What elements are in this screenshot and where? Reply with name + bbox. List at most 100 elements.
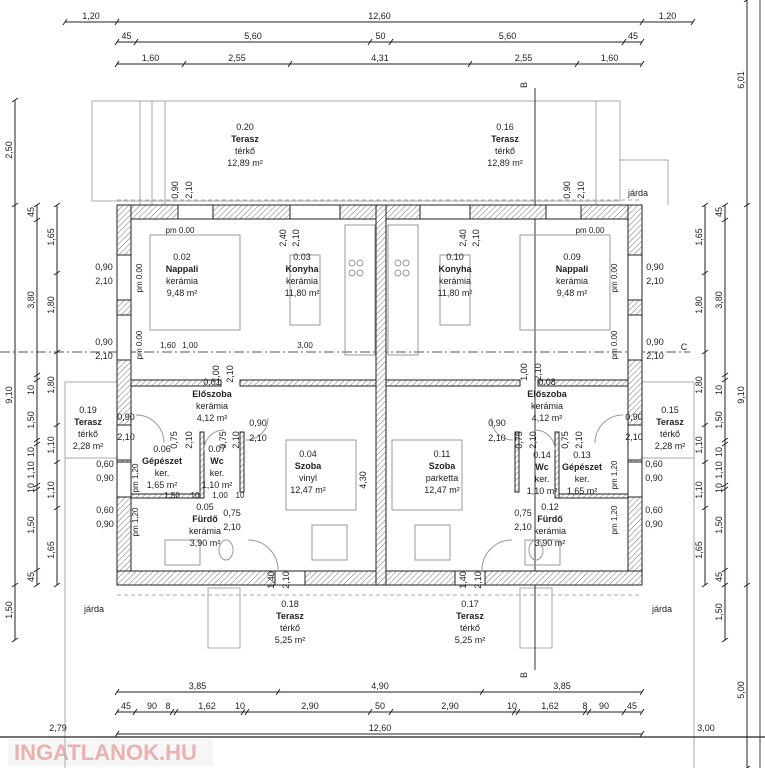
room-material: kerámia	[531, 401, 563, 411]
opening-dimension: 2,10	[291, 229, 301, 247]
opening-dimension: 1,40	[266, 571, 276, 589]
opening-dimension: 0,75	[514, 431, 524, 449]
dimension-label: 45	[26, 207, 36, 217]
dimension-tick	[62, 18, 68, 26]
dimension-label: 1,62	[541, 701, 559, 711]
furniture-item	[414, 524, 451, 561]
room-name: Wc	[535, 462, 549, 472]
opening-dimension: 2,10	[117, 432, 135, 442]
room-material: ker.	[575, 474, 590, 484]
room-number: 0.09	[563, 252, 581, 262]
room-area: 9,48 m²	[557, 288, 588, 298]
room-number: 0.10	[446, 252, 464, 262]
dimension-label: 10	[507, 701, 517, 711]
room-name: Terasz	[276, 611, 304, 621]
interior-dimension: 10	[236, 491, 245, 500]
furniture-item	[149, 234, 241, 331]
dimension-tick	[11, 97, 19, 103]
watermark-bg	[8, 739, 213, 766]
dimension-tick	[467, 60, 473, 68]
room-number: 0.11	[434, 449, 451, 459]
room-number: 0.15	[661, 405, 679, 415]
room-material: térkő	[235, 146, 255, 156]
dimension-label: 1,65	[694, 541, 704, 559]
dimension-label: 2,50	[4, 141, 14, 159]
dimension-label: 1,20	[82, 11, 100, 21]
room-name: Terasz	[231, 134, 259, 144]
dimension-tick	[721, 437, 729, 443]
furniture-item	[289, 254, 321, 326]
wall	[554, 431, 560, 499]
dimension-tick	[574, 60, 580, 68]
interior-dimension: 1,00	[182, 341, 198, 350]
dimension-tick	[53, 422, 61, 428]
dimension-label: 1,50	[26, 516, 36, 534]
opening-dimension: 0,90	[646, 262, 664, 272]
dimension-label: 12,60	[368, 11, 391, 21]
room-number: 0.13	[573, 450, 591, 460]
furniture-item	[344, 224, 376, 356]
interior-dimension: 3,00	[297, 341, 313, 350]
room-area: 4,12 m²	[197, 413, 228, 423]
hob-icon	[356, 259, 364, 267]
opening-dimension: 1,00	[519, 363, 529, 381]
dimension-label: 9,10	[736, 386, 746, 404]
dimension-label: 10	[714, 447, 724, 457]
opening-dimension: 0,90	[170, 181, 180, 199]
room-material: ker.	[535, 474, 550, 484]
opening	[627, 424, 643, 461]
room-name: Fürdő	[537, 514, 563, 524]
room-name: Előszoba	[192, 389, 233, 399]
room-material: ker.	[210, 468, 225, 478]
opening-dimension: 2,10	[473, 571, 483, 589]
dimension-label: 90	[599, 701, 609, 711]
room-area: 11,80 m²	[438, 288, 473, 298]
dimension-tick	[639, 730, 645, 738]
dimension-tick	[746, 765, 751, 768]
room-number: 0.20	[236, 122, 254, 132]
opening	[627, 314, 643, 361]
dimension-tick	[515, 708, 521, 716]
opening-dimension: 0,60	[645, 505, 663, 515]
room-number: 0.14	[533, 450, 551, 460]
level-mark: pm 1,20	[131, 463, 140, 492]
dimension-label: 3,80	[714, 291, 724, 309]
room-name: Nappali	[556, 264, 589, 274]
dimension-tick	[721, 486, 729, 492]
dimension-tick	[639, 60, 645, 68]
dimension-tick	[701, 270, 709, 276]
door-swing	[490, 417, 514, 441]
dimension-tick	[33, 437, 41, 443]
furniture-item	[391, 439, 463, 511]
dimension-tick	[639, 688, 645, 696]
opening-dimension: 0,90	[645, 473, 663, 483]
dimension-tick	[367, 38, 373, 46]
opening	[627, 254, 643, 301]
hob-icon	[394, 259, 402, 267]
dimension-label: 1,50	[714, 603, 724, 621]
dimension-label: 45	[714, 207, 724, 217]
dimension-label: 45	[714, 572, 724, 582]
room-material: kerámia	[439, 276, 471, 286]
opening-dimension: 2,10	[488, 433, 506, 443]
room-name: Fürdő	[192, 514, 218, 524]
dimension-label: 4,90	[371, 681, 389, 691]
room-area: 1,65 m²	[567, 486, 598, 496]
dimension-tick	[53, 202, 61, 208]
dimension-tick	[53, 582, 61, 588]
dimension-label: 45	[628, 31, 638, 41]
opening-dimension: 2,40	[458, 229, 468, 247]
dimension-tick	[33, 582, 41, 588]
dimension-tick	[721, 441, 729, 447]
dimension-label: 1,10	[694, 436, 704, 454]
dimension-tick	[721, 217, 729, 223]
dimension-tick	[582, 708, 588, 716]
door-swing	[247, 539, 279, 571]
dimension-label: 3,80	[26, 291, 36, 309]
opening	[274, 570, 306, 586]
dimension-tick	[743, 0, 748, 3]
opening	[289, 204, 341, 220]
opening-dimension: 0,60	[96, 459, 114, 469]
opening-dimension: 1,40	[458, 571, 468, 589]
